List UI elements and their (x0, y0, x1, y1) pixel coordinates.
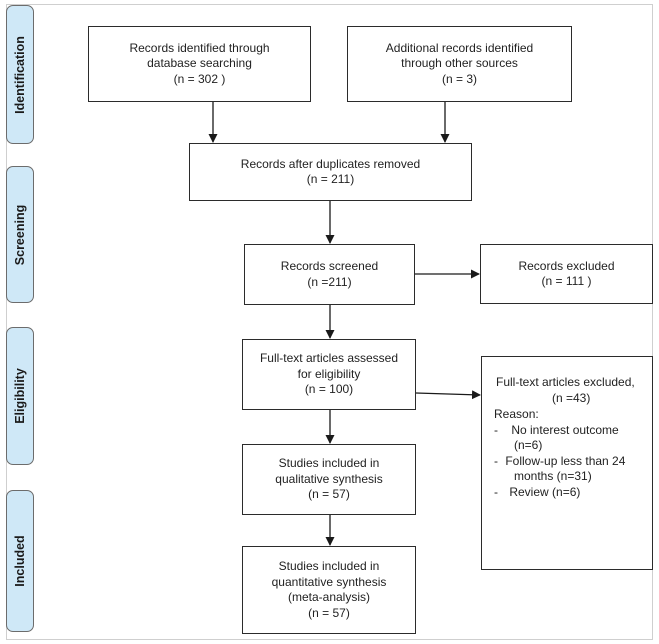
exclusion-reason-count: (n=6) (514, 438, 543, 452)
qualitative-count: (n = 57) (308, 487, 350, 502)
flow-diagram-frame (6, 4, 653, 640)
phase-screening: Screening (6, 166, 34, 303)
dedup-count: (n = 211) (306, 172, 355, 186)
exclusion-reason-cont: months (n=31) (494, 469, 592, 485)
other-count: (n = 3) (441, 71, 477, 86)
quantitative-count: (n = 57) (308, 605, 350, 620)
bullet-dash: - (494, 422, 498, 437)
phase-identification: Identification (6, 5, 34, 144)
box-fulltext-assessed: Full-text articles assessed for eligibil… (242, 339, 416, 410)
box-quantitative-synthesis: Studies included in quantitative synthes… (242, 546, 416, 634)
excluded-count: (n = 111 ) (541, 274, 592, 288)
quantitative-line3: (meta-analysis) (287, 590, 371, 604)
bullet-dash: - (494, 453, 498, 468)
box-qualitative-synthesis: Studies included in qualitative synthesi… (242, 444, 416, 515)
box-records-screened: Records screened (n =211) (244, 244, 415, 305)
box-database-records: Records identified through database sear… (88, 26, 311, 102)
database-count: (n = 302 ) (173, 71, 226, 86)
quantitative-line2: quantitative synthesis (271, 574, 387, 589)
database-line2: database searching (147, 56, 252, 71)
exclusion-reason-text: Review (n=6) (509, 484, 581, 499)
exclusion-reason-count: months (n=31) (514, 469, 592, 483)
exclusion-reason-text: Follow-up less than 24 (505, 453, 626, 468)
box-records-excluded: Records excluded (n = 111 ) (480, 244, 653, 304)
database-line1: Records identified through (129, 40, 270, 55)
fulltext-line2: for eligibility (297, 366, 361, 381)
fulltext-excluded-reason-label: Reason: (494, 407, 539, 421)
fulltext-line1: Full-text articles assessed (259, 351, 399, 366)
exclusion-reason-item: - Review (n=6) (494, 485, 580, 501)
qualitative-line2: qualitative synthesis (275, 471, 383, 486)
other-line2: through other sources (401, 56, 518, 71)
fulltext-excluded-count: (n =43) (552, 390, 591, 405)
screened-line1: Records screened (280, 259, 379, 273)
fulltext-excluded-title: Full-text articles excluded, (496, 375, 635, 389)
exclusion-reason-cont: (n=6) (494, 438, 542, 454)
box-duplicates-removed: Records after duplicates removed (n = 21… (189, 143, 472, 201)
exclusion-reason-item: - No interest outcome (494, 423, 619, 439)
arrow-fulltext-to-fulltext-excluded (415, 390, 481, 400)
dedup-line1: Records after duplicates removed (240, 156, 421, 171)
screened-count: (n =211) (307, 274, 352, 289)
qualitative-line1: Studies included in (278, 456, 380, 471)
phase-included: Included (6, 490, 34, 632)
exclusion-reason-item: - Follow-up less than 24 (494, 454, 625, 470)
quantitative-line1: Studies included in (278, 559, 380, 573)
exclusion-reason-text: No interest outcome (511, 422, 619, 437)
box-other-sources: Additional records identified through ot… (347, 26, 572, 102)
phase-eligibility: Eligibility (6, 327, 34, 465)
box-fulltext-excluded: Full-text articles excluded, (n =43) Rea… (481, 356, 653, 570)
excluded-line1: Records excluded (518, 258, 615, 273)
fulltext-count: (n = 100) (304, 382, 354, 397)
bullet-dash: - (494, 484, 498, 499)
other-line1: Additional records identified (385, 40, 534, 55)
